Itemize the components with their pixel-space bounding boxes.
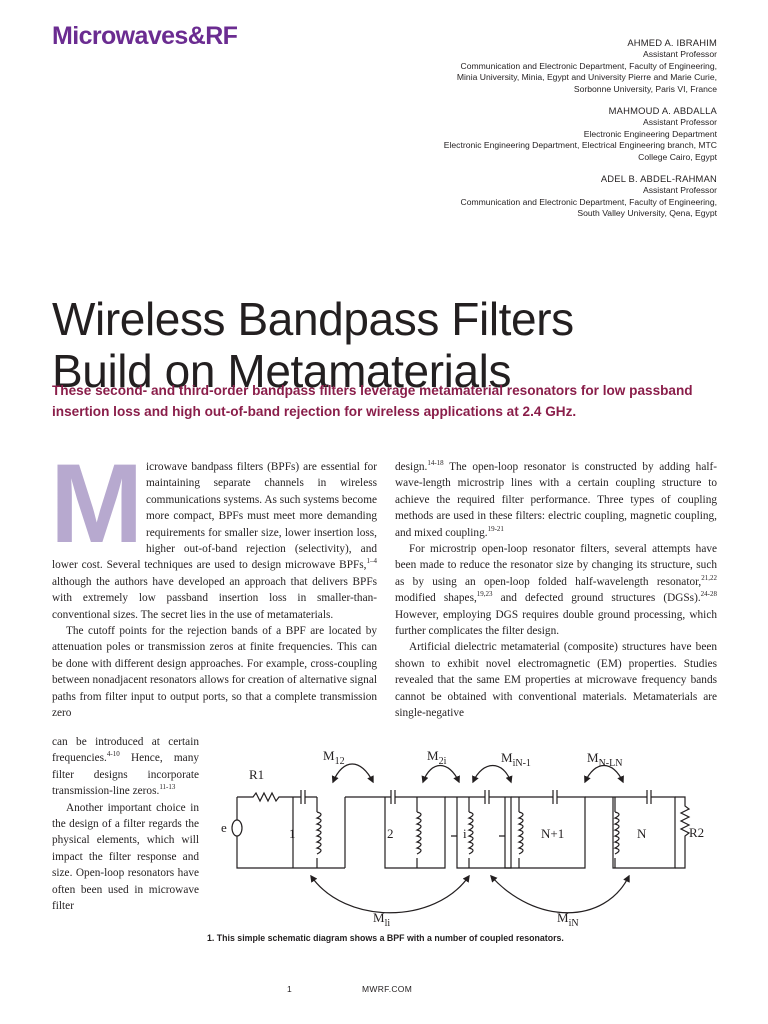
label-resonator-2: 2 <box>387 826 394 841</box>
author-name: ADEL B. ABDEL-RAHMAN <box>600 172 717 184</box>
body-paragraph: Artificial dielectric metamaterial (comp… <box>395 641 717 720</box>
label-mnln: MN-LN <box>587 750 622 769</box>
coupling-arrow-m2i <box>421 765 460 784</box>
label-min: MiN <box>557 910 579 929</box>
author-block: AHMED A. IBRAHIM Assistant Professor Com… <box>377 37 717 96</box>
article-title-line: Build on Metamaterials <box>52 344 512 397</box>
author-affiliation: Communication and Electronic Department,… <box>460 60 717 71</box>
coupling-arrow-mli <box>310 874 470 914</box>
author-affiliation: Communication and Electronic Department,… <box>460 196 717 207</box>
voltage-source-icon <box>231 819 243 837</box>
coupling-arrow-min <box>490 874 630 914</box>
resistor-r2 <box>675 796 691 869</box>
schematic-figure: R1 R2 e 1 2 i N+1 N M12 M2i MiN-1 MN-LN … <box>205 740 725 932</box>
body-paragraph: design.14-18 The open-loop resonator is … <box>395 459 717 539</box>
label-r2: R2 <box>689 825 704 840</box>
inductor <box>613 797 620 868</box>
author-affiliation: Sorbonne University, Paris VI, France <box>573 84 717 95</box>
reference-link[interactable]: 11-13 <box>159 783 176 792</box>
body-column-left-narrow: can be introduced at certain frequencies… <box>52 734 199 914</box>
reference-link[interactable]: 19,23 <box>476 590 493 599</box>
author-affiliation: Electronic Engineering Department, Elect… <box>443 140 717 151</box>
capacitor <box>484 790 490 804</box>
capacitor <box>300 790 306 804</box>
body-paragraph: For microstrip open-loop resonator filte… <box>395 543 718 638</box>
capacitor <box>646 790 652 804</box>
label-min1: MiN-1 <box>501 750 531 769</box>
reference-link[interactable]: 4-10 <box>106 750 120 759</box>
resonator-1-loop <box>292 797 346 869</box>
label-resonator-i: i <box>463 826 467 841</box>
inductor <box>467 797 474 868</box>
coupling-arrow-min1 <box>472 765 513 784</box>
site-link[interactable]: MWRF.COM <box>362 984 413 994</box>
author-affiliation: South Valley University, Qena, Egypt <box>577 208 717 219</box>
author-name: AHMED A. IBRAHIM <box>627 37 717 48</box>
body-column-right: design.14-18 The open-loop resonator is … <box>395 459 717 722</box>
article-title-line: Wireless Bandpass Filters <box>52 292 574 345</box>
label-r1: R1 <box>249 767 264 782</box>
capacitor <box>390 790 396 804</box>
label-resonator-n: N <box>637 826 647 841</box>
label-resonator-1: 1 <box>289 826 296 841</box>
reference-link[interactable]: 1–4 <box>366 557 378 566</box>
coupling-arrow-mnln <box>584 765 624 784</box>
label-source: e <box>221 820 227 835</box>
resistor-r1 <box>237 791 297 803</box>
resonator-2-loop <box>384 796 446 869</box>
label-m12: M12 <box>323 748 345 767</box>
bpf-schematic-diagram: R1 R2 e 1 2 i N+1 N M12 M2i MiN-1 MN-LN … <box>221 748 704 929</box>
author-list: AHMED A. IBRAHIM Assistant Professor Com… <box>377 37 717 229</box>
author-block: ADEL B. ABDEL-RAHMAN Assistant Professor… <box>377 173 717 220</box>
reference-link[interactable]: 14-18 <box>427 459 444 468</box>
inductor <box>415 797 422 868</box>
body-paragraph: Another important choice in the design o… <box>52 801 199 913</box>
article-title: Wireless Bandpass Filters Build on Metam… <box>52 293 732 397</box>
author-affiliation: Electronic Engineering Department <box>583 128 717 139</box>
capacitor <box>552 790 558 804</box>
author-title: Assistant Professor <box>642 116 717 127</box>
author-affiliation: Minia University, Minia, Egypt and Unive… <box>456 72 717 83</box>
body-paragraph: can be introduced at certain frequencies… <box>52 736 199 798</box>
coupling-arrow-m12 <box>331 763 374 784</box>
inductor <box>315 797 322 868</box>
article-deck: These second- and third-order bandpass f… <box>52 383 693 419</box>
resonator-n-plus-1-loop <box>504 796 586 869</box>
author-affiliation: College Cairo, Egypt <box>638 152 717 163</box>
reference-link[interactable]: 24-28 <box>700 590 718 599</box>
reference-link[interactable]: 19-21 <box>487 524 504 533</box>
page-number: 1 <box>287 984 292 994</box>
figure-caption: 1. This simple schematic diagram shows a… <box>207 933 564 943</box>
wire <box>236 797 293 869</box>
label-resonator-n-plus-1: N+1 <box>541 826 564 841</box>
body-paragraph: The cutoff points for the rejection band… <box>52 625 377 720</box>
reference-link[interactable]: 21,22 <box>701 574 717 583</box>
label-mli: Mli <box>373 910 390 929</box>
author-title: Assistant Professor <box>642 48 717 59</box>
drop-cap: M <box>50 441 144 566</box>
author-name: MAHMOUD A. ABDALLA <box>608 104 717 116</box>
publication-logo[interactable]: Microwaves&RF <box>52 22 238 50</box>
label-m2i: M2i <box>427 748 447 767</box>
inductor <box>517 797 524 868</box>
author-block: MAHMOUD A. ABDALLA Assistant Professor E… <box>377 105 717 164</box>
author-title: Assistant Professor <box>642 184 717 195</box>
